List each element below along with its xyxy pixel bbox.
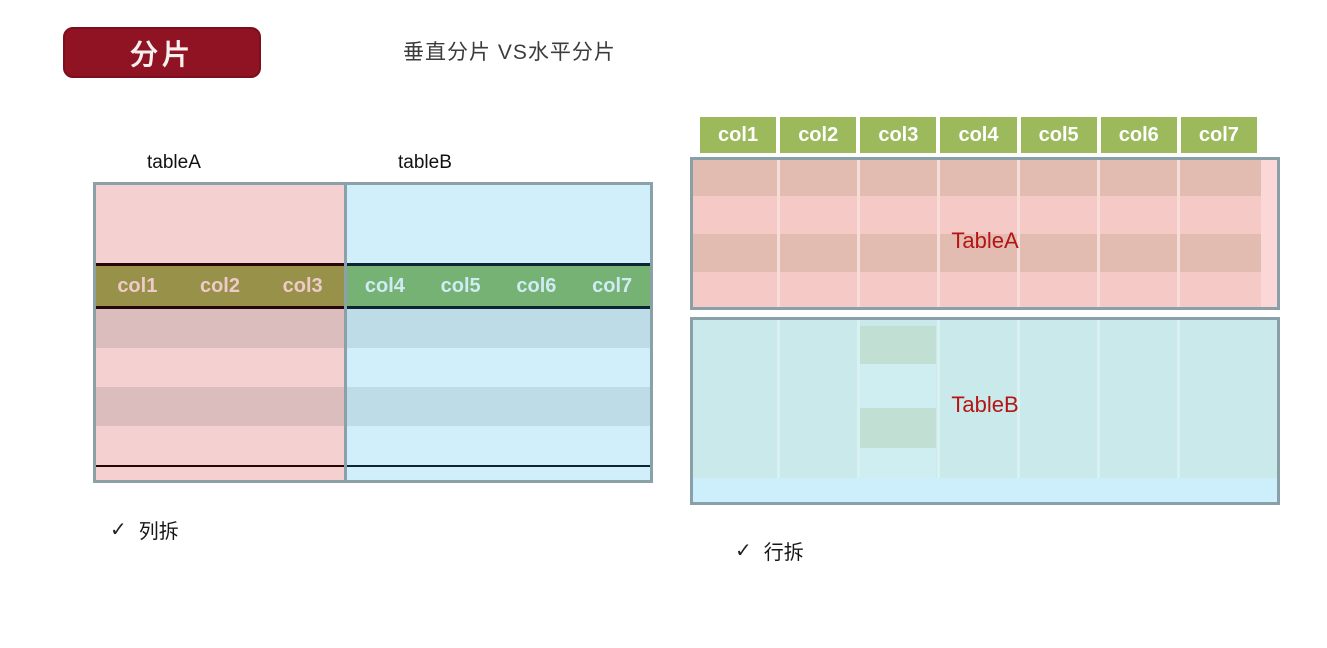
tableb-col3-cell xyxy=(860,408,936,448)
vertical-sharding-tableb-section: col4 col5 col6 col7 xyxy=(347,185,650,480)
tablea-row xyxy=(96,309,344,348)
vertical-sharding-table: col1 col2 col3 col4 col5 col6 col7 xyxy=(93,182,653,483)
tablea-bottom-rule xyxy=(96,465,344,467)
tableb-row xyxy=(347,387,650,426)
tableb-top-region xyxy=(347,185,650,263)
column-header-cell: col7 xyxy=(592,274,633,297)
column-header-cell: col5 xyxy=(1020,117,1097,153)
tablea-top-rule xyxy=(96,263,344,266)
tableb-column-header-row: col4 col5 col6 col7 xyxy=(347,266,650,306)
tableb-grid-lines xyxy=(700,320,1257,478)
tableb-block-label: TableB xyxy=(951,392,1019,417)
column-header-cell: col3 xyxy=(860,117,937,153)
tablea-top-region xyxy=(96,185,344,263)
tableb-row xyxy=(347,309,650,348)
horizontal-sharding-tablea-block: TableA xyxy=(690,157,1280,310)
column-header-cell: col7 xyxy=(1180,117,1257,153)
vertical-split-divider xyxy=(344,185,347,480)
column-header-cell: col2 xyxy=(780,117,857,153)
slide-title-text: 分片 xyxy=(129,39,194,71)
checkmark-icon: ✓ xyxy=(735,540,752,562)
tablea-row xyxy=(96,426,344,465)
tableb-bottom-rule xyxy=(347,465,650,467)
tableb-row xyxy=(347,426,650,465)
tableb-top-rule xyxy=(347,263,650,266)
tablea-grid-lines xyxy=(700,160,1257,307)
vertical-sharding-tablea-section: col1 col2 col3 xyxy=(96,185,344,480)
column-header-cell: col4 xyxy=(940,117,1017,153)
tablea-header-rule xyxy=(96,306,344,309)
slide-title-badge: 分片 xyxy=(63,27,261,78)
tableb-bottom-strip xyxy=(693,478,1277,502)
column-header-cell: col1 xyxy=(700,117,777,153)
column-split-caption-text: 列拆 xyxy=(138,521,179,543)
column-header-cell: col6 xyxy=(1100,117,1177,153)
column-header-cell: col6 xyxy=(516,274,557,297)
tablea-column-header-row: col1 col2 col3 xyxy=(96,266,344,306)
slide-subtitle: 垂直分片 VS水平分片 xyxy=(403,41,616,64)
column-header-cell: col3 xyxy=(282,274,323,297)
column-split-caption: ✓ 列拆 xyxy=(110,515,179,544)
tablea-block-label: TableA xyxy=(951,228,1019,253)
tableb-header-rule xyxy=(347,306,650,309)
tableb-col3-cell xyxy=(860,448,936,478)
tableb-col3-cell xyxy=(860,326,936,364)
checkmark-icon: ✓ xyxy=(110,519,127,541)
column-header-cell: col2 xyxy=(199,274,240,297)
tableb-bottom-strip xyxy=(347,467,650,480)
horizontal-sharding-tableb-block: TableB xyxy=(690,317,1280,505)
left-tableb-label: tableB xyxy=(398,152,452,173)
tableb-col3-cell xyxy=(860,364,936,408)
tablea-row xyxy=(96,348,344,387)
column-header-cell: col4 xyxy=(364,274,405,297)
left-tablea-label: tableA xyxy=(147,152,201,173)
column-header-cell: col1 xyxy=(117,274,158,297)
tablea-right-sliver xyxy=(1261,160,1277,307)
tablea-row xyxy=(96,387,344,426)
tableb-row xyxy=(347,348,650,387)
column-header-cell: col5 xyxy=(440,274,481,297)
row-split-caption-text: 行拆 xyxy=(763,542,804,564)
row-split-caption: ✓ 行拆 xyxy=(735,536,804,565)
tablea-bottom-strip xyxy=(96,467,344,480)
tableb-col3-cells xyxy=(860,320,936,478)
